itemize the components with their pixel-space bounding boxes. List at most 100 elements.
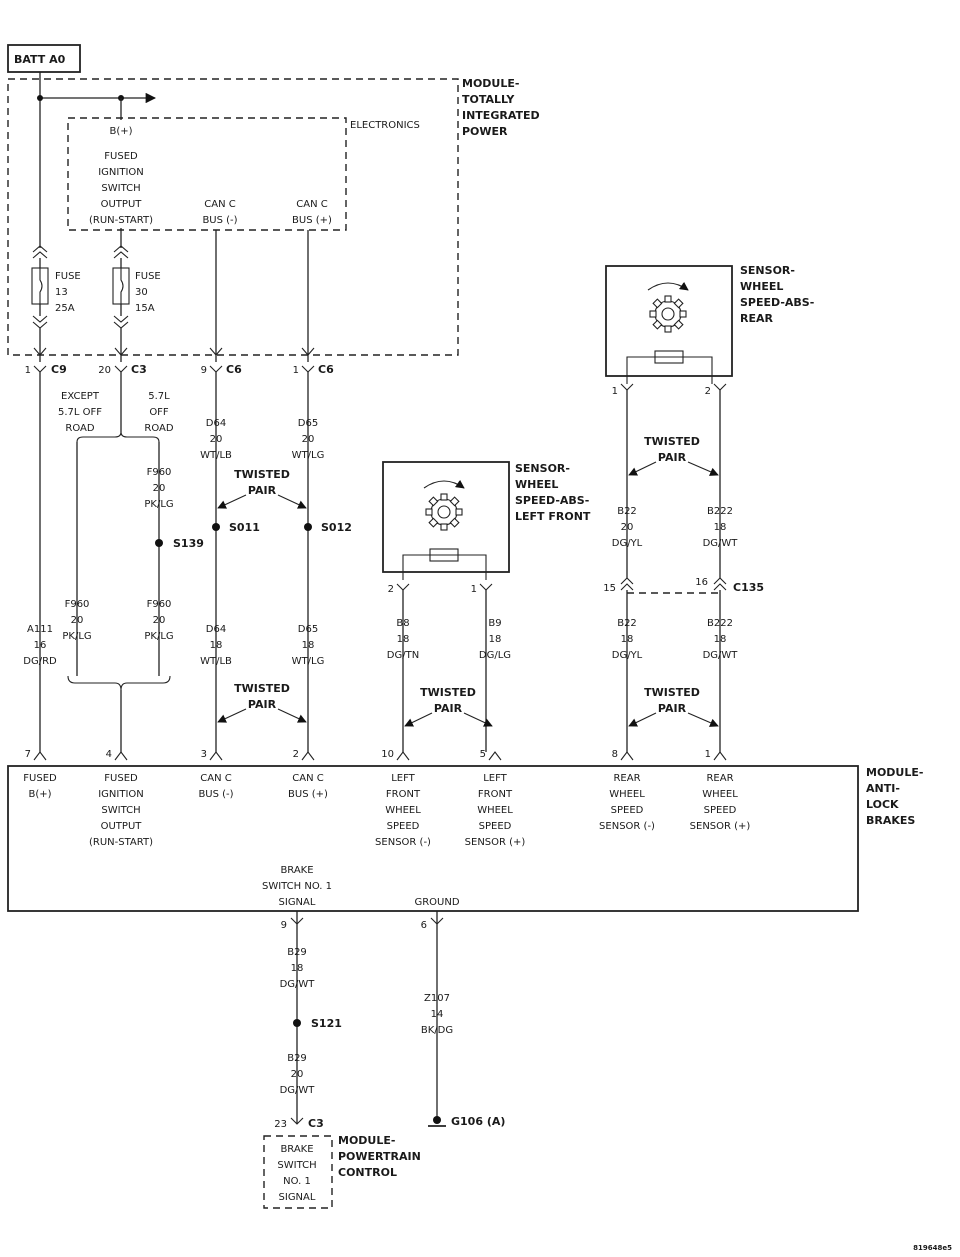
gear-icon-rear	[647, 281, 689, 333]
abs-pin-label: B(+)	[28, 789, 51, 800]
abs-ground-pin: 6	[421, 920, 427, 931]
abs-pin-mark	[396, 751, 410, 761]
lf-pin-left: 2	[388, 584, 394, 595]
abs-pin-label: SPEED	[611, 805, 644, 816]
batt-feed	[37, 72, 157, 248]
twisted-1a: TWISTED	[234, 468, 290, 481]
b29-top-1: B29	[287, 947, 307, 958]
b222-bot-2: 18	[714, 634, 727, 645]
d64-bot-2: 18	[210, 640, 223, 651]
pcm-label-1: BRAKE	[280, 1144, 313, 1155]
c6b-label: C6	[318, 363, 334, 376]
fuse30-2: 30	[135, 287, 148, 298]
abs-pin-label: SENSOR (+)	[690, 821, 751, 832]
rear-name-2: WHEEL	[740, 280, 783, 293]
except-2: 5.7L OFF	[58, 407, 102, 418]
d65-bot-3: WT/LG	[292, 656, 325, 667]
b22-bot-2: 18	[621, 634, 634, 645]
gear-tooth	[428, 496, 439, 507]
tipm-fused-1: FUSED	[104, 151, 138, 162]
splice-s011-dot	[212, 523, 220, 531]
c9-pin: 1	[25, 365, 31, 376]
abs-pin-number: 1	[705, 749, 711, 760]
b-plus-label: B(+)	[109, 126, 132, 137]
ground-label: G106 (A)	[451, 1115, 505, 1128]
abs-pin-label: FRONT	[478, 789, 513, 800]
twisted-2b: PAIR	[248, 698, 277, 711]
abs-pin-label: SENSOR (+)	[465, 837, 526, 848]
a111-1: A111	[27, 624, 53, 635]
b222-top-2: 18	[714, 522, 727, 533]
offroad-1: 5.7L	[148, 391, 170, 402]
pcm-label-2: SWITCH	[277, 1160, 316, 1171]
splice-s139-dot	[155, 539, 163, 547]
fuse30-1: FUSE	[135, 271, 161, 282]
electronics-label: ELECTRONICS	[350, 120, 420, 131]
abs-pin-mark	[713, 751, 727, 761]
gear-tooth	[455, 508, 463, 516]
b29-top-3: DG/WT	[280, 979, 316, 990]
abs-name-4: BRAKES	[866, 814, 915, 827]
abs-pin-number: 3	[201, 749, 207, 760]
abs-pin-label: FUSED	[104, 773, 138, 784]
f960-right-3: PK/LG	[144, 631, 173, 642]
b29-bot-1: B29	[287, 1053, 307, 1064]
abs-ground: GROUND	[414, 897, 459, 908]
tipm-name-2: TOTALLY	[462, 93, 515, 106]
abs-pin-mark	[301, 751, 315, 761]
abs-pin-mark	[620, 751, 634, 761]
b22-top-3: DG/YL	[612, 538, 643, 549]
abs-pin-number: 4	[106, 749, 112, 760]
abs-pin-label: WHEEL	[609, 789, 645, 800]
pcm-label-4: SIGNAL	[279, 1192, 316, 1203]
abs-name-3: LOCK	[866, 798, 899, 811]
except-3: ROAD	[65, 423, 94, 434]
abs-pin-number: 7	[25, 749, 31, 760]
abs-pin-label: OUTPUT	[101, 821, 143, 832]
tipm-fused-3: SWITCH	[101, 183, 140, 194]
twisted-4b: PAIR	[658, 451, 687, 464]
twisted-5a: TWISTED	[644, 686, 700, 699]
abs-pin-label: WHEEL	[702, 789, 738, 800]
gear-tooth	[679, 310, 687, 318]
pcm-pin: 23	[274, 1119, 287, 1130]
tipm-name-3: INTEGRATED	[462, 109, 540, 122]
abs-pin-label: LEFT	[483, 773, 507, 784]
fuse13-2: 13	[55, 287, 68, 298]
gear-tooth	[425, 508, 433, 516]
abs-pin-label: (RUN-START)	[89, 837, 153, 848]
pcm-name-3: CONTROL	[338, 1166, 397, 1179]
abs-pin-mark	[209, 751, 223, 761]
fuse-13: FUSE 13 25A	[31, 245, 81, 329]
sensor-rear: SENSOR- WHEEL SPEED-ABS- REAR 1 2	[605, 264, 814, 397]
abs-pin-label: REAR	[706, 773, 733, 784]
b22-bot-1: B22	[617, 618, 637, 629]
abs-pin-label: FUSED	[23, 773, 57, 784]
c3-pin: 20	[98, 365, 111, 376]
abs-pin-label: SWITCH	[101, 805, 140, 816]
d64-top-1: D64	[206, 418, 226, 429]
b22-top-1: B22	[617, 506, 637, 517]
gear-tooth	[428, 517, 439, 528]
abs-pin-label: SPEED	[387, 821, 420, 832]
abs-pin-label: BUS (-)	[198, 789, 233, 800]
c135-pin15: 15	[603, 583, 616, 594]
c135-label: C135	[733, 581, 764, 594]
f960-right-2: 20	[153, 615, 166, 626]
abs-pin-label: LEFT	[391, 773, 415, 784]
sensor-left-front: SENSOR- WHEEL SPEED-ABS- LEFT FRONT 2 1	[382, 461, 591, 595]
lf-name-2: WHEEL	[515, 478, 558, 491]
gear-tooth	[673, 298, 684, 309]
abs-pin-number: 8	[612, 749, 618, 760]
d64-bot-1: D64	[206, 624, 226, 635]
gear-tooth	[664, 325, 672, 333]
rear-name-1: SENSOR-	[740, 264, 795, 277]
twisted-3b: PAIR	[434, 702, 463, 715]
tipm-fused-5: (RUN-START)	[89, 215, 153, 226]
rear-name-3: SPEED-ABS-	[740, 296, 814, 309]
tipm-canc-minus-1: CAN C	[204, 199, 235, 210]
gear-tooth	[652, 319, 663, 330]
b222-top-3: DG/WT	[703, 538, 739, 549]
pcm-conn: C3	[308, 1117, 324, 1130]
rear-pin-left: 1	[612, 386, 618, 397]
